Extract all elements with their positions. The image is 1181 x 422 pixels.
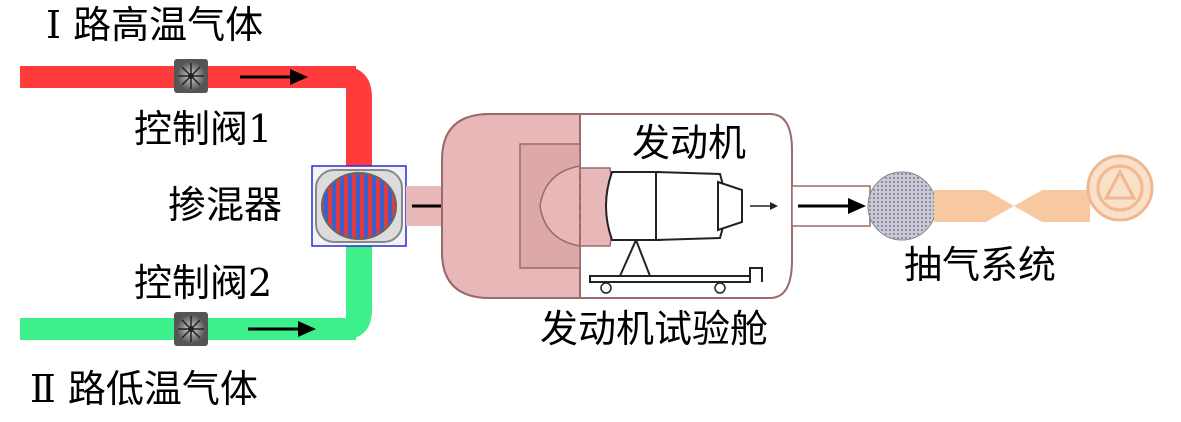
control-valve-1-icon [174,59,208,93]
test-cell-label: 发动机试验舱 [540,307,768,351]
mixer-label: 掺混器 [168,183,282,227]
exhaust-label: 抽气系统 [904,243,1056,287]
engine-icon [589,170,778,294]
engine-label: 发动机 [632,121,746,165]
cold-flow-arrow [248,321,316,337]
hot-flow-arrow [240,69,308,85]
outlet-flow-arrow [798,198,866,214]
cold-gas-label: Ⅱ 路低温气体 [30,367,258,411]
exhaust-system-icon [867,154,1154,241]
hot-gas-label: Ⅰ 路高温气体 [46,3,263,47]
control-valve-2-icon [174,312,208,346]
valve-2-label: 控制阀2 [134,261,272,305]
mixer-icon [311,165,407,247]
valve-1-label: 控制阀1 [134,107,272,151]
